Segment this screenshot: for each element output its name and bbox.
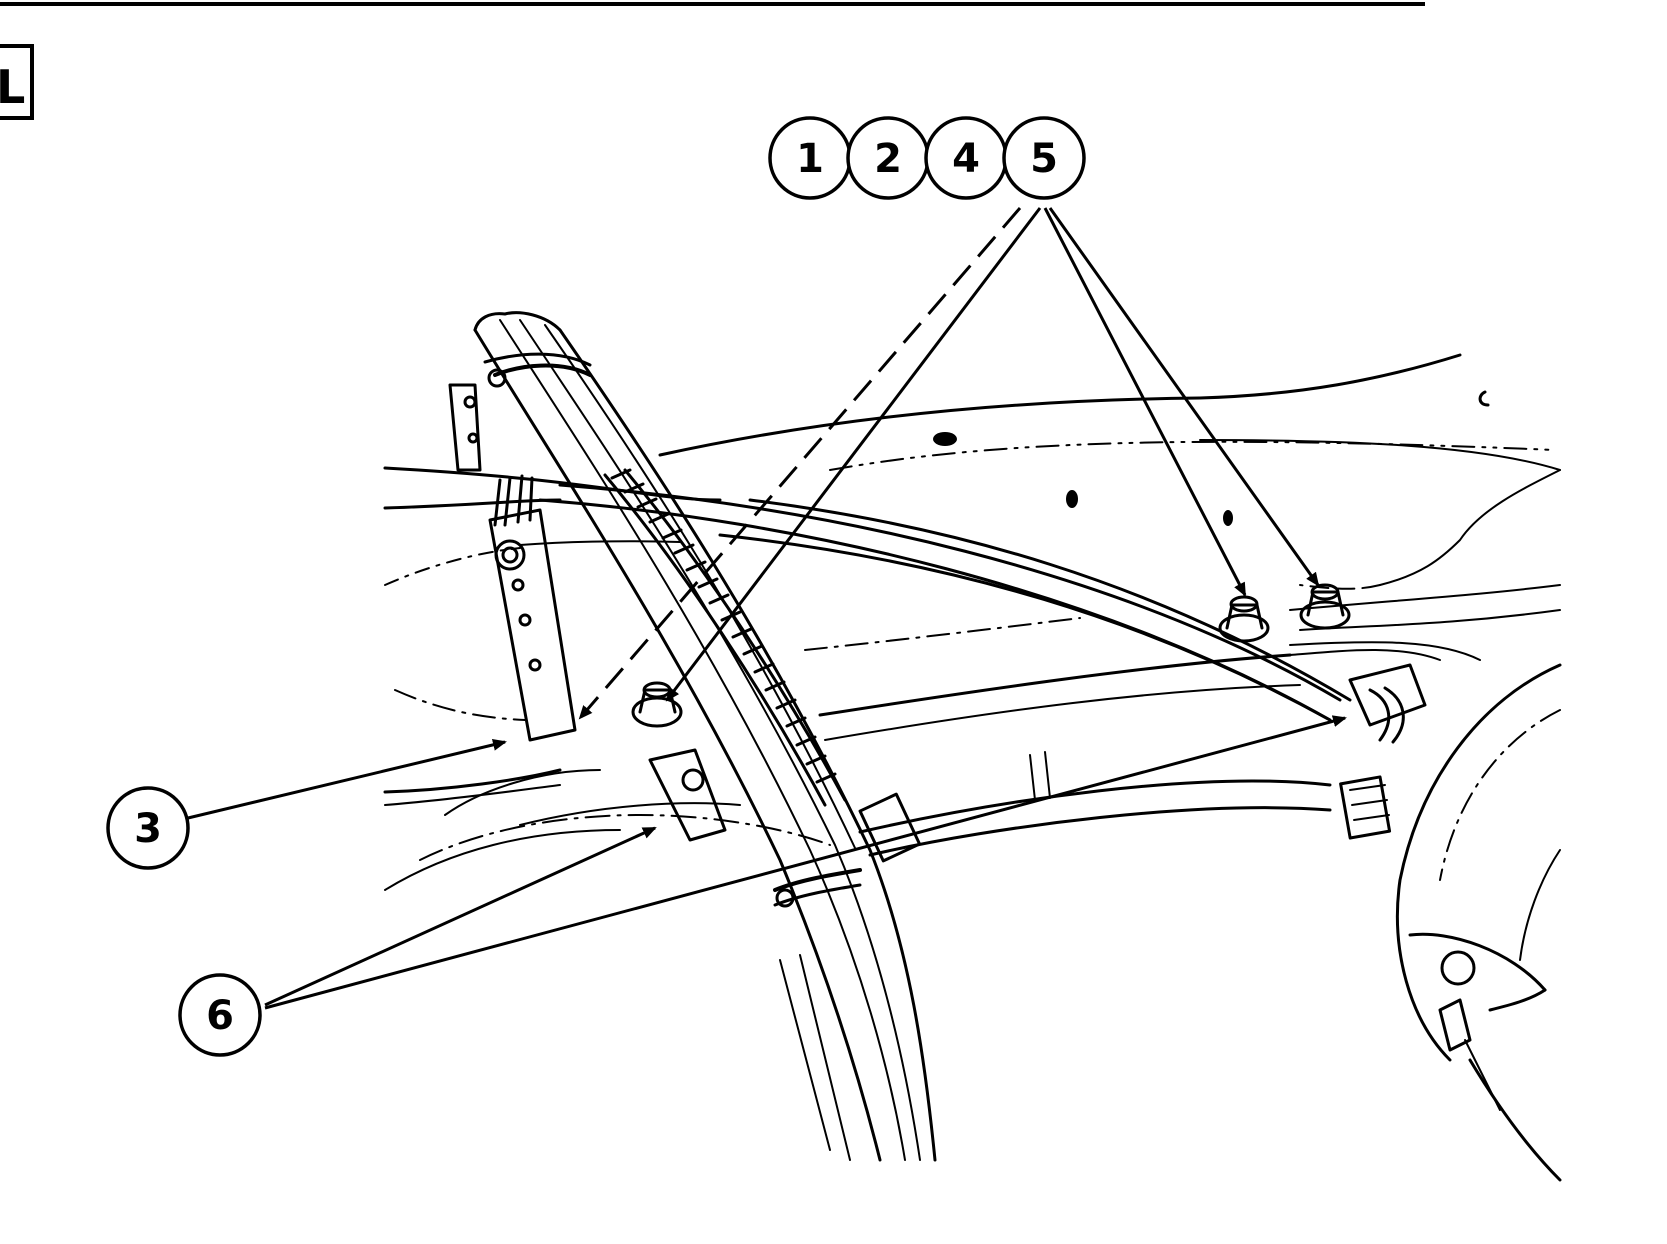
bracket-3-hole-2 [518,613,532,627]
tie-strap-bottom-2 [773,883,862,907]
leader-6-a [264,826,657,1007]
step-box: L [0,44,34,120]
lower-left-rail-2 [384,784,561,806]
leader-5-a [665,207,1042,702]
tie-strap-top-2 [483,352,592,367]
callout-4-label: 4 [952,136,980,182]
bracket-3-wires [493,474,534,527]
tie-strap-top [493,363,592,377]
lower-rail-1 [818,653,1292,717]
dashdot-contour-mid [804,617,1081,651]
shroud-tab [1438,998,1472,1052]
callout-2-label: 2 [874,136,902,182]
bundle-left-1 [473,328,882,1162]
shroud-lower-2 [1488,988,1547,1012]
bracket-6-body [648,748,727,842]
bracket-6-bolt [681,768,705,792]
lower-arc-3 [419,814,831,861]
panel-hole-2 [1066,490,1078,508]
body-panel-edge-1 [658,353,1462,457]
body-panel-edge-2 [829,440,1556,471]
frame-beam-1 [748,498,1352,702]
callout-6: 6 [178,973,262,1057]
tie-strap-bottom [773,868,862,892]
bracket-left-plate [448,383,482,472]
coupling-nut [858,792,922,863]
bracket-3-body [488,508,577,742]
panel-hole-3 [1223,510,1233,526]
bundle-strand-b [779,959,831,1151]
bundle-left-3 [519,319,921,1161]
lower-arc-2 [384,829,621,891]
tie-strap-bottom-head [775,888,795,908]
step-label: L [0,60,25,114]
hose-clamp-right-coil [1368,686,1405,744]
leader-5-c [1043,207,1247,597]
tube-sleeve [1029,751,1051,801]
hose-curve-inner [558,483,1342,702]
shroud-lower-right [1468,1058,1562,1182]
lower-rail-6 [1289,584,1561,611]
line-art [383,311,1562,1182]
leader-lines [187,207,1347,1010]
frame-beam-3 [519,540,681,546]
tube-fitting-ridges [1349,784,1390,821]
panel-hole-1 [933,432,957,446]
dashdot-contour-left-2 [394,689,526,721]
body-panel-edge-3 [1199,439,1561,471]
callout-3: 3 [106,786,190,870]
lower-rail-4 [1289,641,1481,661]
tube-right-top [858,779,1332,834]
lower-rail-3 [1289,649,1441,661]
frame-rail-top-2 [383,498,562,510]
lower-arc-4 [519,802,741,826]
lower-arc-1 [444,769,601,816]
callout-3-label: 3 [134,806,162,852]
nut-upper-right-2 [1299,583,1351,630]
bundle-left-2 [499,319,906,1161]
body-contour-right [1379,469,1561,586]
bundle-top-cap [473,311,562,332]
lower-left-rail-1 [383,768,562,794]
bundle-right-1 [558,328,937,1162]
bracket-3-hole-3 [528,658,542,672]
callout-4: 4 [924,116,1008,200]
shroud-curve-right [1519,849,1561,961]
bracket-hole-2 [467,432,479,444]
leader-5-b [578,207,1022,720]
bracket-3-bolt-inner [501,546,519,564]
shroud-lower [1408,932,1547,992]
tube-fitting [1339,775,1392,840]
bundle-strand-a [799,954,851,1161]
shroud-inner [1439,709,1561,881]
tie-strap-head [487,368,507,388]
frame-beam-2 [718,533,1332,722]
serrated-band-teeth [610,468,837,784]
leader-5-d [1048,207,1320,587]
serrated-band-inner [603,473,827,807]
callout-5: 5 [1002,116,1086,200]
shroud-port [1440,950,1476,986]
hose-curve-outer [538,498,1332,722]
lower-rail-2 [824,684,1301,741]
callout-2: 2 [846,116,930,200]
bracket-hole-1 [463,395,477,409]
leader-6-b [264,715,1347,1010]
shroud-outer [1396,663,1562,1062]
dashdot-contour-left [384,547,521,586]
callout-1: 1 [768,116,852,200]
leader-3 [187,738,507,820]
callout-1-label: 1 [796,136,824,182]
nut-upper-right-1 [1218,595,1270,643]
tube-right-bottom [868,806,1332,857]
bracket-3-hole-1 [511,578,525,592]
callout-6-label: 6 [206,993,234,1039]
panel-mark [1478,390,1490,407]
bracket-3-bolt-outer [494,539,526,571]
callout-5-label: 5 [1030,136,1058,182]
callout-group-top: 1 2 4 5 [768,116,1086,200]
serrated-band-outer [623,468,847,802]
hose-clamp-right [1348,663,1427,727]
